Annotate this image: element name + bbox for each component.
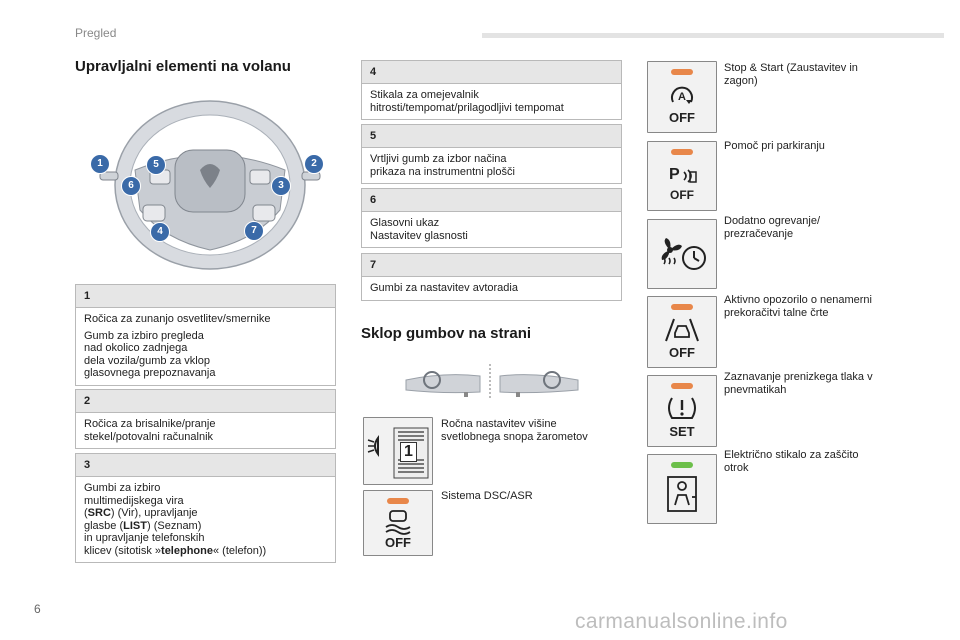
headlamp-level-icon bbox=[367, 427, 429, 479]
child-lock-button[interactable] bbox=[647, 454, 717, 524]
park-assist-label: Pomoč pri parkiranju bbox=[724, 140, 825, 152]
box-line: Stikala za omejevalnik bbox=[370, 89, 479, 101]
dsc-off-icon bbox=[385, 510, 411, 535]
heating-ventilation-label: Dodatno ogrevanje/ prezračevanje bbox=[724, 215, 821, 240]
level-digit: 1 bbox=[400, 442, 417, 462]
heating-ventilation-icon bbox=[661, 238, 706, 270]
stop-start-off-icon: A bbox=[671, 86, 693, 104]
stop-start-button[interactable]: A OFF bbox=[647, 61, 717, 133]
info-box-5: 5 Vrtljivi gumb za izbor načina prikaza … bbox=[361, 124, 622, 184]
box-number: 3 bbox=[76, 454, 335, 477]
lane-departure-button[interactable]: OFF bbox=[647, 296, 717, 368]
box-line: Gumbi za izbiro bbox=[84, 482, 161, 494]
headlamp-level-label: Ročna nastavitev višine svetlobnega snop… bbox=[441, 418, 588, 443]
led-indicator bbox=[387, 498, 409, 504]
box-line: in upravljanje telefonskih bbox=[84, 532, 205, 544]
off-text: OFF bbox=[385, 535, 411, 550]
box-number: 6 bbox=[362, 189, 621, 212]
box-number: 1 bbox=[76, 285, 335, 308]
box-line: (SRC) (Vir), upravljanje bbox=[84, 507, 198, 519]
svg-text:A: A bbox=[678, 91, 686, 103]
tyre-pressure-button[interactable]: SET bbox=[647, 375, 717, 447]
box-line: glasbe (LIST) (Seznam) bbox=[84, 519, 202, 532]
set-text: SET bbox=[669, 424, 695, 439]
dashboard-side-panel-icon bbox=[405, 364, 579, 400]
off-text: OFF bbox=[670, 188, 694, 202]
box-line: Glasovni ukaz bbox=[370, 217, 440, 229]
box-line: stekel/potovalni računalnik bbox=[84, 430, 214, 443]
callout-1: 1 bbox=[90, 154, 110, 174]
info-box-4: 4 Stikala za omejevalnik hitrosti/tempom… bbox=[361, 60, 622, 120]
page-number: 6 bbox=[34, 602, 41, 616]
led-indicator bbox=[671, 383, 693, 389]
box-line: nad okolico zadnjega bbox=[84, 342, 188, 354]
lane-departure-off-icon bbox=[665, 318, 699, 342]
off-text: OFF bbox=[669, 110, 695, 125]
side-buttons-title: Sklop gumbov na strani bbox=[361, 325, 532, 342]
heating-ventilation-button[interactable] bbox=[647, 219, 717, 289]
box-number: 7 bbox=[362, 254, 621, 277]
info-box-6: 6 Glasovni ukaz Nastavitev glasnosti bbox=[361, 188, 622, 248]
box-line: Gumbi za nastavitev avtoradia bbox=[370, 282, 518, 294]
box-line: Ročica za zunanjo osvetlitev/smernike bbox=[84, 313, 271, 325]
steering-controls-title: Upravljalni elementi na volanu bbox=[75, 58, 291, 75]
box-line: hitrosti/tempomat/prilagodljivi tempomat bbox=[370, 101, 564, 114]
box-line: glasovnega prepoznavanja bbox=[84, 367, 216, 379]
park-letter: P bbox=[669, 166, 680, 183]
box-number: 2 bbox=[76, 390, 335, 413]
headlamp-level-button[interactable]: 1 bbox=[363, 417, 433, 485]
box-line: Ročica za brisalnike/pranje bbox=[84, 418, 216, 430]
led-indicator bbox=[671, 69, 693, 75]
child-lock-label: Električno stikalo za zaščito otrok bbox=[724, 449, 859, 474]
tyre-pressure-set-icon bbox=[668, 397, 696, 419]
dsc-label: Sistema DSC/ASR bbox=[441, 490, 533, 502]
child-lock-icon bbox=[667, 476, 697, 512]
box-line: dela vozila/gumb za vklop bbox=[84, 354, 210, 367]
box-line: prikaza na instrumentni plošči bbox=[370, 165, 515, 178]
box-line: Gumb za izbiro pregleda bbox=[84, 329, 204, 342]
box-number: 5 bbox=[362, 125, 621, 148]
info-box-2: 2 Ročica za brisalnike/pranje stekel/pot… bbox=[75, 389, 336, 449]
callout-2: 2 bbox=[304, 154, 324, 174]
led-indicator bbox=[671, 304, 693, 310]
callout-7: 7 bbox=[244, 221, 264, 241]
watermark: carmanualsonline.info bbox=[575, 610, 788, 633]
section-header: Pregled bbox=[75, 26, 117, 40]
box-line: multimedijskega vira bbox=[84, 494, 184, 507]
callout-4: 4 bbox=[150, 222, 170, 242]
tyre-pressure-label: Zaznavanje prenizkega tlaka v pnevmatika… bbox=[724, 371, 873, 396]
callout-3: 3 bbox=[271, 176, 291, 196]
dsc-off-button[interactable]: OFF bbox=[363, 490, 433, 556]
led-indicator bbox=[671, 149, 693, 155]
lane-departure-label: Aktivno opozorilo o nenamerni prekoračit… bbox=[724, 294, 872, 319]
led-indicator bbox=[671, 462, 693, 468]
info-box-1: 1 Ročica za zunanjo osvetlitev/smernike … bbox=[75, 284, 336, 386]
off-text: OFF bbox=[669, 345, 695, 360]
box-line: Vrtljivi gumb za izbor načina bbox=[370, 153, 507, 165]
stop-start-label: Stop & Start (Zaustavitev in zagon) bbox=[724, 62, 858, 87]
park-assist-button[interactable]: P OFF bbox=[647, 141, 717, 211]
header-bar bbox=[482, 33, 944, 38]
dashboard-side-illustration bbox=[404, 362, 580, 402]
box-line: klicev (sitotisk »telephone« (telefon)) bbox=[84, 544, 267, 557]
box-number: 4 bbox=[362, 61, 621, 84]
park-assist-off-icon bbox=[683, 169, 697, 183]
info-box-3: 3 Gumbi za izbiro multimedijskega vira (… bbox=[75, 453, 336, 563]
callout-6: 6 bbox=[121, 176, 141, 196]
box-line: Nastavitev glasnosti bbox=[370, 229, 468, 242]
callout-5: 5 bbox=[146, 155, 166, 175]
info-box-7: 7 Gumbi za nastavitev avtoradia bbox=[361, 253, 622, 301]
